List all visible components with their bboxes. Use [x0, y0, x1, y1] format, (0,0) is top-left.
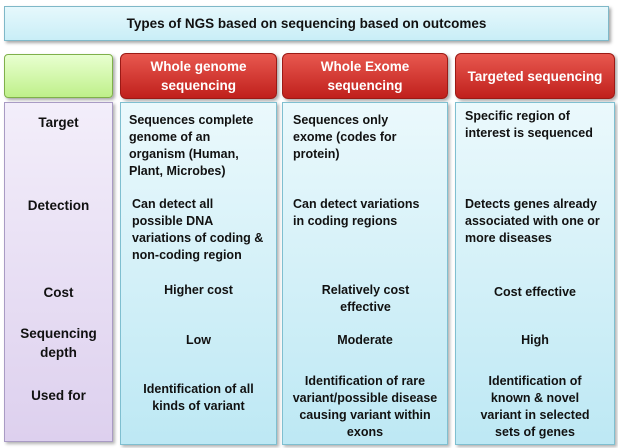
- whole-genome-depth: Low: [186, 333, 211, 347]
- whole-genome-detection: Can detect all possible DNA variations o…: [132, 197, 264, 262]
- corner-header-box: [4, 54, 113, 98]
- targeted-cost: Cost effective: [494, 285, 576, 299]
- column-whole-genome: Sequences complete genome of an organism…: [120, 102, 277, 445]
- header-targeted: Targeted sequencing: [455, 53, 615, 99]
- targeted-target: Specific region of interest is sequenced: [465, 109, 593, 140]
- column-whole-exome: Sequences only exome (codes for protein)…: [282, 102, 448, 445]
- header-whole-exome-text: Whole Exome sequencing: [320, 59, 410, 93]
- row-label-target: Target: [38, 115, 79, 130]
- row-label-column: [4, 102, 113, 442]
- whole-genome-cost: Higher cost: [164, 283, 233, 297]
- targeted-depth: High: [521, 333, 549, 347]
- header-whole-genome: Whole genome sequencing: [120, 53, 277, 99]
- whole-genome-target: Sequences complete genome of an organism…: [129, 113, 254, 178]
- header-targeted-text: Targeted sequencing: [467, 68, 603, 84]
- header-whole-genome-text: Whole genome sequencing: [150, 59, 247, 93]
- targeted-detection: Detects genes already associated with on…: [465, 197, 600, 245]
- row-label-depth: depth: [40, 345, 77, 360]
- row-label-used-for: Used for: [31, 388, 86, 403]
- title-text: Types of NGS based on sequencing based o…: [126, 16, 487, 31]
- row-label-sequencing: Sequencing: [20, 326, 97, 341]
- column-targeted: Specific region of interest is sequenced…: [455, 102, 615, 445]
- row-label-detection: Detection: [27, 198, 90, 213]
- row-label-cost: Cost: [43, 285, 74, 300]
- whole-genome-used-for: Identification of all kinds of variant: [143, 382, 254, 413]
- whole-exome-cost: Relatively cost effective: [321, 283, 410, 314]
- targeted-used-for: Identification of known & novel variant …: [480, 374, 590, 439]
- whole-exome-depth: Moderate: [337, 333, 393, 347]
- header-whole-exome: Whole Exome sequencing: [282, 53, 448, 99]
- whole-exome-target: Sequences only exome (codes for protein): [293, 113, 397, 161]
- diagram-title: Types of NGS based on sequencing based o…: [4, 6, 609, 41]
- whole-exome-used-for: Identification of rare variant/possible …: [292, 374, 438, 439]
- whole-exome-detection: Can detect variations in coding regions: [293, 197, 420, 228]
